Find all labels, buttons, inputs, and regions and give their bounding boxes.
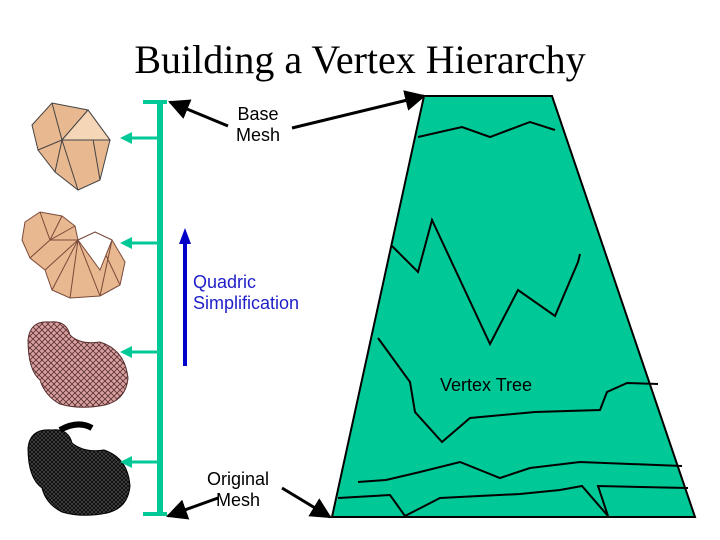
original-mesh-callout-left: [166, 496, 219, 520]
original-bunny-image: [27, 421, 131, 516]
base-mesh-callout-left: [168, 99, 229, 128]
quadric-simplification-label: Quadric Simplification: [193, 272, 299, 314]
original-mesh-label-line2: Mesh: [215, 490, 260, 510]
level-arrow-low-poly: [120, 237, 157, 249]
slide-title: Building a Vertex Hierarchy: [134, 37, 586, 82]
level-arrow-base: [120, 132, 157, 144]
original-mesh-callout-right: [281, 486, 332, 519]
base-mesh-callout-right: [291, 90, 427, 130]
simplification-arrow: [179, 228, 191, 366]
base-mesh-label: Base Mesh: [228, 104, 288, 146]
callout-arrows: [166, 90, 427, 520]
level-arrows: [120, 132, 157, 468]
quadric-label-line1: Quadric: [193, 272, 257, 292]
original-mesh-label-line1: Original: [206, 469, 270, 489]
coarse-base-mesh-image: [31, 102, 111, 191]
base-mesh-label-line1: Base: [237, 104, 279, 124]
vertex-tree-label: Vertex Tree: [440, 375, 533, 395]
medium-poly-bunny-image: [27, 321, 129, 408]
low-poly-bunny-image: [21, 211, 126, 299]
level-arrow-medium-poly: [120, 346, 157, 358]
hierarchy-level-bar: [143, 100, 167, 516]
quadric-label-line2: Simplification: [193, 293, 300, 313]
vertex-tree-shape: [330, 95, 697, 518]
level-arrow-original: [120, 456, 157, 468]
original-mesh-label: Original Mesh: [198, 469, 278, 511]
base-mesh-label-line2: Mesh: [235, 125, 280, 145]
